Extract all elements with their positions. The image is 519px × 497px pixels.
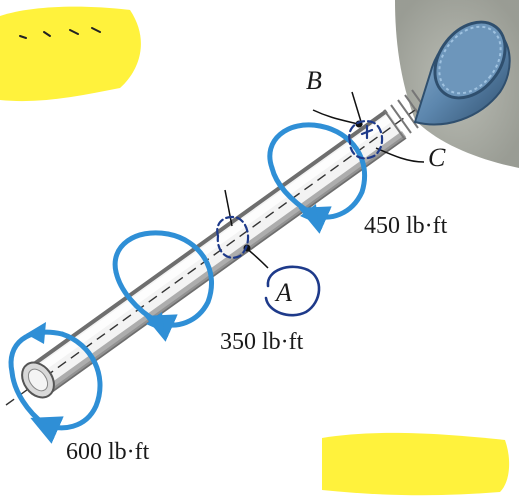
torque-arrows-back	[8, 122, 323, 375]
torque-arrow-450	[298, 123, 368, 234]
shaft	[5, 89, 441, 406]
ink-section-bc	[348, 120, 384, 160]
label-torque-350: 350 lb·ft	[220, 329, 304, 355]
highlighter-bottom-right	[322, 432, 510, 496]
label-torque-450: 450 lb·ft	[364, 213, 448, 239]
curved-arrow-icon	[300, 204, 318, 224]
label-point-c: C	[428, 143, 446, 172]
curved-arrow-icon	[26, 322, 46, 344]
arrow-heads	[26, 204, 318, 344]
fixture-bell	[413, 20, 511, 126]
highlighter-top-left	[0, 6, 141, 102]
label-point-b: B	[306, 66, 322, 95]
label-torque-600: 600 lb·ft	[66, 439, 150, 465]
ink-annotations	[19, 27, 384, 317]
ink-section-a	[216, 215, 250, 259]
ink-scribble-top-left	[19, 27, 101, 39]
torque-arrows-front	[9, 123, 368, 444]
label-point-a: A	[276, 278, 292, 307]
torque-arrow-600	[30, 331, 103, 444]
curved-arrow-icon	[146, 312, 164, 332]
ink-circle-a	[264, 265, 321, 317]
torque-arrow-350	[144, 231, 214, 342]
